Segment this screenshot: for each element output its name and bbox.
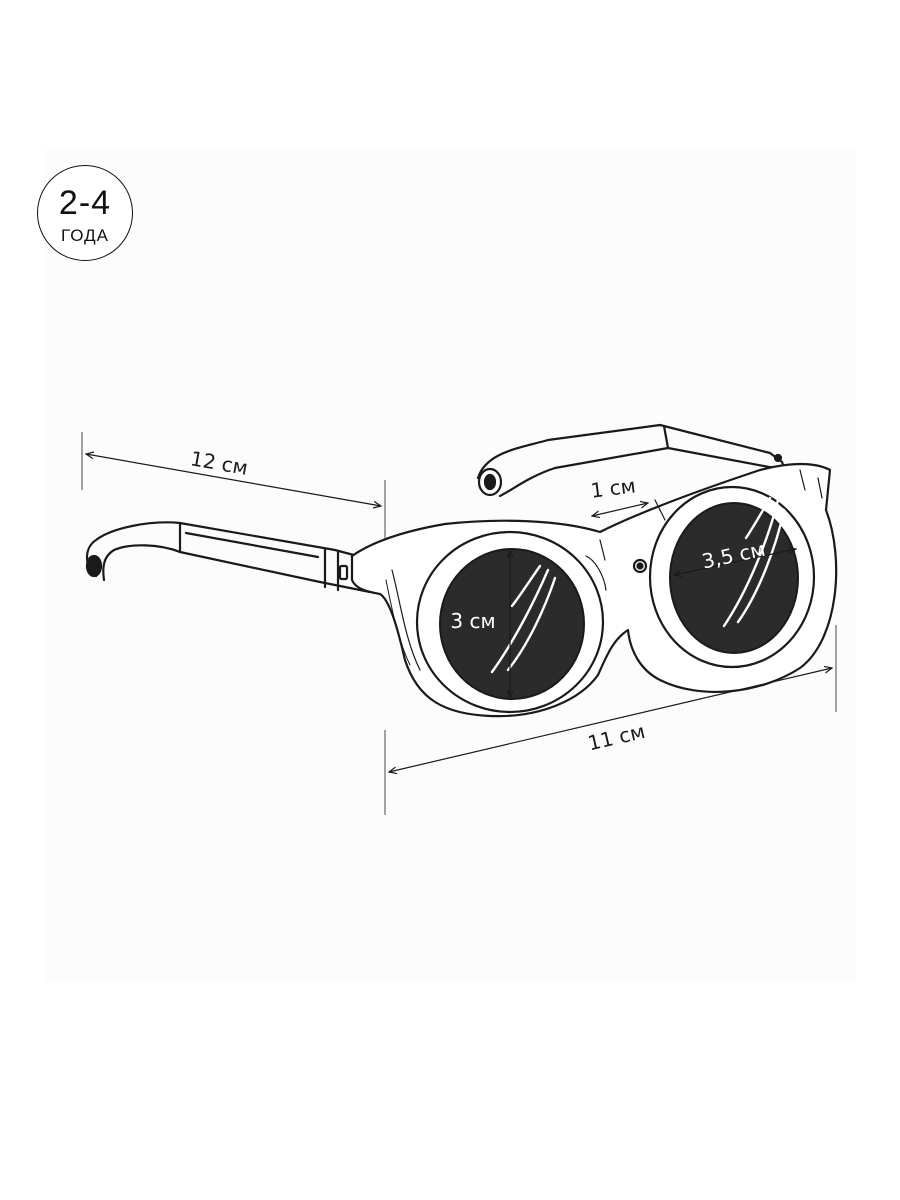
frame-width-label: 11 см — [586, 719, 648, 755]
bridge-width-label: 1 см — [589, 473, 637, 502]
dimension-lines — [81, 432, 837, 815]
lens-height-label: 3 см — [450, 609, 495, 633]
temple-length-arrow — [86, 454, 381, 506]
bridge-width-arrow — [592, 503, 648, 516]
right-lens — [669, 502, 799, 654]
age-badge: 2-4 ГОДА — [37, 165, 133, 261]
frame-width-arrow — [389, 668, 832, 772]
left-lens-glare — [490, 564, 557, 674]
age-unit: ГОДА — [61, 226, 109, 245]
near-temple-arm — [85, 521, 382, 594]
far-temple-arm — [476, 423, 787, 498]
age-range: 2-4 — [58, 184, 112, 222]
lens-width-arrow — [674, 549, 796, 575]
temple-length-label: 12 см — [189, 446, 250, 480]
